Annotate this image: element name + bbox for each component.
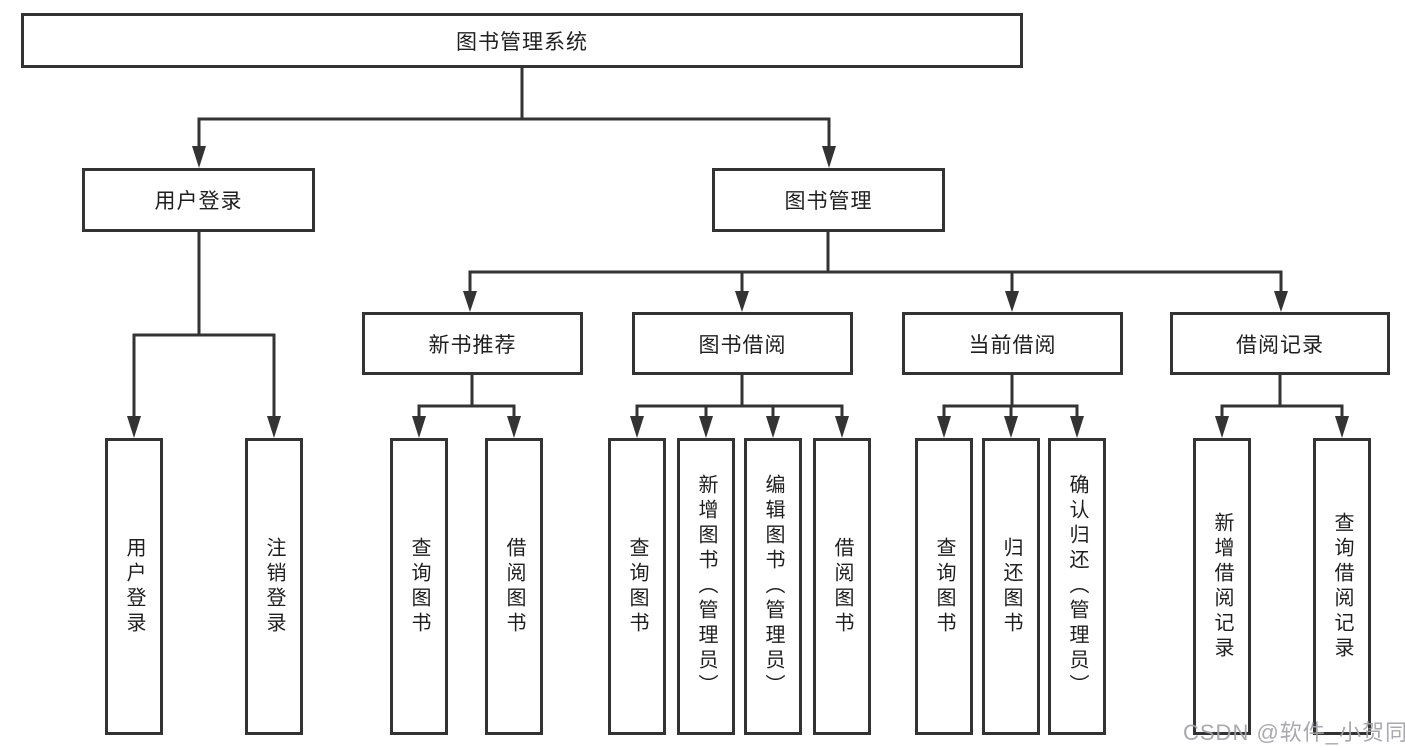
leaf-query-borrow-record: 查询借阅记录 xyxy=(1313,438,1371,735)
leaf-query-books-current: 查询图书 xyxy=(915,438,973,735)
connector-current-borrow-to-leaves xyxy=(942,375,1079,418)
leaf-edit-books-admin-label: 编辑图书（管理员） xyxy=(762,474,784,699)
connector-book-borrow-to-leaves xyxy=(635,375,844,418)
leaf-query-books-current-label: 查询图书 xyxy=(933,536,955,637)
leaf-confirm-return-admin: 确认归还（管理员） xyxy=(1048,438,1106,735)
node-borrow-records: 借阅记录 xyxy=(1170,312,1390,375)
node-borrow-records-label: 借阅记录 xyxy=(1236,333,1324,357)
csdn-watermark: CSDN @软件_小贺同学 xyxy=(1183,720,1405,745)
leaf-user-login: 用户登录 xyxy=(105,438,163,735)
leaf-query-books-borrow: 查询图书 xyxy=(608,438,666,735)
leaf-query-books-borrow-label: 查询图书 xyxy=(626,536,648,637)
connector-new-book-to-leaves xyxy=(417,375,516,418)
connector-root-to-level2 xyxy=(197,68,831,148)
node-book-borrow-label: 图书借阅 xyxy=(698,333,787,357)
leaf-borrow-books-recommend-label: 借阅图书 xyxy=(503,536,525,637)
leaf-logout-label: 注销登录 xyxy=(263,536,285,637)
leaf-add-borrow-record: 新增借阅记录 xyxy=(1193,438,1251,735)
leaf-add-books-admin-label: 新增图书（管理员） xyxy=(695,474,717,699)
node-new-book-recommend-label: 新书推荐 xyxy=(428,333,517,357)
node-current-borrow: 当前借阅 xyxy=(902,312,1123,375)
node-book-management-label: 图书管理 xyxy=(784,190,873,213)
leaf-edit-books-admin: 编辑图书（管理员） xyxy=(744,438,802,735)
leaf-query-borrow-record-label: 查询借阅记录 xyxy=(1331,511,1353,662)
node-root: 图书管理系统 xyxy=(21,13,1023,68)
leaf-borrow-books-recommend: 借阅图书 xyxy=(485,438,543,735)
node-new-book-recommend: 新书推荐 xyxy=(362,312,583,375)
node-book-borrow: 图书借阅 xyxy=(632,312,853,375)
leaf-logout: 注销登录 xyxy=(245,438,303,735)
leaf-confirm-return-admin-label: 确认归还（管理员） xyxy=(1066,474,1088,699)
node-current-borrow-label: 当前借阅 xyxy=(968,333,1057,357)
leaf-borrow-books-label: 借阅图书 xyxy=(831,536,853,637)
leaf-return-books: 归还图书 xyxy=(982,438,1040,735)
node-book-management: 图书管理 xyxy=(712,168,945,232)
node-root-label: 图书管理系统 xyxy=(456,30,588,54)
node-user-login-group-label: 用户登录 xyxy=(154,190,243,213)
connector-book-management-to-level3 xyxy=(468,232,1283,293)
leaf-add-books-admin: 新增图书（管理员） xyxy=(677,438,735,735)
leaf-borrow-books: 借阅图书 xyxy=(813,438,871,735)
leaf-query-books-recommend: 查询图书 xyxy=(390,438,448,735)
leaf-add-borrow-record-label: 新增借阅记录 xyxy=(1211,511,1233,662)
leaf-query-books-recommend-label: 查询图书 xyxy=(408,536,430,637)
connector-borrow-records-to-leaves xyxy=(1220,375,1344,418)
node-user-login-group: 用户登录 xyxy=(82,168,315,232)
leaf-user-login-label: 用户登录 xyxy=(123,536,145,637)
connector-user-login-to-leaves xyxy=(132,232,276,418)
leaf-return-books-label: 归还图书 xyxy=(1000,536,1022,637)
